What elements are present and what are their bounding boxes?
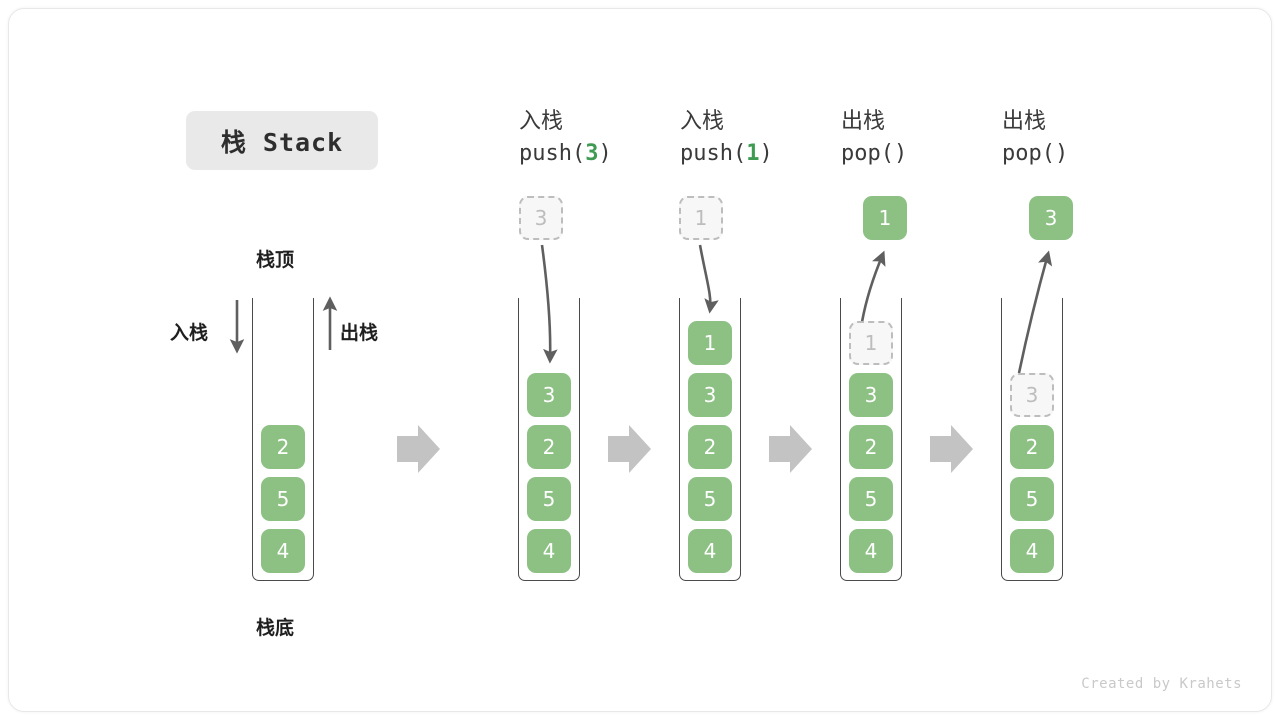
stack-cell: 4: [261, 529, 305, 573]
stack-top-label: 栈顶: [256, 249, 295, 271]
stack-cell: 4: [527, 529, 571, 573]
stack-container-initial: [252, 298, 314, 581]
code-suffix: ): [893, 141, 908, 167]
code-suffix: ): [1054, 141, 1069, 167]
stack-cell: 1: [688, 321, 732, 365]
stack-bottom-label: 栈底: [256, 617, 295, 639]
column-header-cn: 入栈: [519, 109, 564, 134]
stack-cell: 4: [849, 529, 893, 573]
stack-cell: 5: [527, 477, 571, 521]
stack-cell: 3: [688, 373, 732, 417]
code-argument: 3: [585, 141, 599, 167]
stack-cell: 5: [849, 477, 893, 521]
floating-element-pop-2: 3: [1029, 196, 1073, 240]
push-side-label: 入栈: [170, 322, 209, 344]
stack-cell: 4: [688, 529, 732, 573]
floating-element-pop-1: 1: [863, 196, 907, 240]
stack-cell: 2: [849, 425, 893, 469]
code-prefix: push(: [519, 141, 586, 167]
code-suffix: ): [759, 141, 773, 167]
column-header-code: pop(): [1002, 140, 1172, 168]
column-header-code: push(3): [519, 140, 689, 168]
code-prefix: pop(: [841, 141, 894, 167]
column-header-code: push(1): [680, 140, 850, 168]
column-header-pop-2: 出栈 pop(): [1002, 108, 1172, 168]
title-chip: 栈 Stack: [186, 111, 378, 170]
floating-element-push-1: 1: [679, 196, 723, 240]
column-header-pop-1: 出栈 pop(): [841, 108, 1011, 168]
stack-cell: 2: [1010, 425, 1054, 469]
column-header-push-1: 入栈 push(1): [680, 108, 850, 168]
column-header-cn: 出栈: [841, 109, 886, 134]
stack-cell: 4: [1010, 529, 1054, 573]
column-header-cn: 出栈: [1002, 109, 1047, 134]
stack-cell: 2: [527, 425, 571, 469]
pop-side-label: 出栈: [340, 322, 379, 344]
code-argument: 1: [746, 141, 760, 167]
stack-cell: 3: [527, 373, 571, 417]
stack-cell: 3: [849, 373, 893, 417]
watermark: Created by Krahets: [1081, 676, 1242, 692]
code-suffix: ): [598, 141, 612, 167]
code-prefix: pop(: [1002, 141, 1055, 167]
stack-cell: 5: [261, 477, 305, 521]
stack-container-pop-2: [1001, 298, 1063, 581]
stack-cell: 5: [688, 477, 732, 521]
stack-container-pop-1: [840, 298, 902, 581]
stack-container-push-3: [518, 298, 580, 581]
stack-cell: 5: [1010, 477, 1054, 521]
column-header-code: pop(): [841, 140, 1011, 168]
stack-cell-removed: 1: [849, 321, 893, 365]
stack-cell: 2: [261, 425, 305, 469]
floating-element-push-3: 3: [519, 196, 563, 240]
code-prefix: push(: [680, 141, 747, 167]
column-header-cn: 入栈: [680, 109, 725, 134]
column-header-push-3: 入栈 push(3): [519, 108, 689, 168]
stack-container-push-1: [679, 298, 741, 581]
stack-cell-removed: 3: [1010, 373, 1054, 417]
stack-cell: 2: [688, 425, 732, 469]
